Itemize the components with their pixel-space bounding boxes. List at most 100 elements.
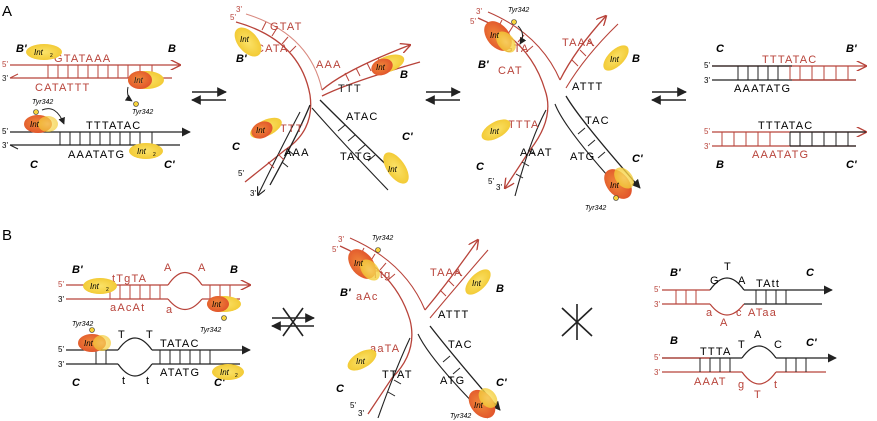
a3-int-top-label: Int (490, 31, 500, 40)
b1-site-bprime: B' (72, 264, 83, 276)
a2-int-b-label: Int (376, 63, 386, 72)
a4-product-b-cprime: 5' 3' TTTATAC AAATATG B C' (704, 120, 866, 171)
a3-c-three-prime: 3' (496, 183, 502, 192)
b2-three-prime: 3' (338, 235, 344, 244)
b1-c-t1: T (118, 329, 126, 341)
a-equilibrium-3 (651, 87, 687, 105)
b2-site-cprime: C' (496, 377, 507, 389)
b2-seq-tac: TAC (448, 339, 473, 351)
b3-bc-three-prime: 3' (654, 368, 660, 377)
a1-int2-bottom-sub: 2 (153, 152, 156, 158)
b3-site-c: C (806, 267, 815, 279)
a1-three-prime: 3' (2, 74, 8, 83)
a2-seq-tatg: TATG (340, 151, 373, 163)
a3-int-cprime: Int Tyr342 (585, 167, 634, 212)
a2-seq-ttt2: TTT (280, 123, 304, 135)
b3-r2-t2: T (754, 389, 762, 401)
b2-site-c: C (336, 383, 345, 395)
b1-c-low-t2: t (146, 375, 150, 387)
a3-five-prime: 5' (470, 17, 476, 26)
a3-int-b: Int (603, 45, 629, 71)
a4-bc-three-prime: 3' (704, 142, 710, 151)
a3-seq-taaa: TAAA (562, 37, 595, 49)
b1-int-c: Int Tyr342 (72, 321, 111, 352)
b1-c-seq-top: TATAC (160, 338, 200, 350)
a1-c-three-prime: 3' (2, 141, 8, 150)
b1-seq-top-a1: A (164, 262, 173, 274)
b2-int-cprime: Int Tyr342 (450, 388, 498, 420)
a1-c-seq-bottom: AAATATG (68, 149, 125, 161)
a2-three-prime: 3' (236, 5, 242, 14)
b1-bprime-b-duplex: 5' 3' tTgTA A A aAcAt a B' B (58, 262, 250, 316)
a4-cb-three-prime: 3' (704, 76, 710, 85)
a2-c-three-prime: 3' (250, 189, 256, 198)
a4-cb-five-prime: 5' (704, 61, 710, 70)
b1-int2-bottom: Int 2 (212, 364, 244, 380)
a1-tyr-label: Tyr342 (132, 109, 153, 116)
a1-site-bprime: B' (16, 43, 27, 55)
a1-seq-top: GTATAAA (54, 53, 111, 65)
b2-five-prime: 5' (332, 245, 338, 254)
a3-int-c-label: Int (490, 127, 500, 136)
a3-seq-cat: CAT (498, 65, 523, 77)
a2-seq-aaa2: AAA (284, 147, 310, 159)
b3-ca: A (720, 317, 729, 329)
a3-seq-aaat: AAAT (520, 147, 553, 159)
b3-r2-t3: t (774, 379, 778, 391)
a3-site-c: C (476, 161, 485, 173)
a2-int-b: Int (371, 54, 405, 76)
b1-site-c: C (72, 377, 81, 389)
a3-seq-tac: TAC (585, 115, 610, 127)
a3-int-c: Int (481, 119, 511, 141)
b1-int2-bottom-sub: 2 (235, 373, 238, 379)
a1-c-five-prime: 5' (2, 127, 8, 136)
a2-seq-aaa: AAA (316, 59, 342, 71)
a3-three-prime: 3' (476, 7, 482, 16)
a1-int-c-active: Int Tyr342 (24, 99, 65, 133)
a1-c-seq-top: TTTATAC (86, 120, 141, 132)
b3-r2-g: g (738, 379, 745, 391)
b2-seq-ttat: TTAT (382, 369, 413, 381)
b2-c-three-prime: 3' (358, 409, 364, 418)
a2-seq-atac: ATAC (346, 111, 379, 123)
b3-bc-five-prime: 5' (654, 353, 660, 362)
a1-seq-bottom: CATATTT (35, 82, 90, 94)
b3-three-prime: 3' (654, 300, 660, 309)
b3-five-prime: 5' (654, 285, 660, 294)
a4-cb-seq-bottom: AAATATG (734, 83, 791, 95)
b1-tyr-label: Tyr342 (200, 327, 221, 334)
a3-int-top: Int Tyr342 (484, 7, 529, 53)
b3-r2-c: C (774, 339, 783, 351)
a2-int-c-label: Int (256, 126, 266, 135)
a-equilibrium-2 (425, 87, 461, 105)
a2-seq-ttt: TTT (338, 83, 362, 95)
b1-seq-top-a2: A (198, 262, 207, 274)
a1-site-cprime: C' (164, 159, 175, 171)
a2-site-b: B (400, 69, 408, 81)
a3-int-cprime-tyr: Tyr342 (585, 205, 606, 212)
a1-int-label: Int (134, 76, 144, 85)
b2-seq-aata: aaTA (370, 343, 400, 355)
b2-c-five-prime: 5' (350, 401, 356, 410)
a2-site-c: C (232, 141, 241, 153)
a4-bc-seq-bottom: AAATATG (752, 149, 809, 161)
b1-seq-bottom-a: a (166, 304, 173, 316)
a3-c-five-prime: 5' (488, 177, 494, 186)
a3-site-cprime: C' (632, 153, 643, 165)
a1-int2-bottom-label: Int (137, 147, 147, 156)
a4-bc-five-prime: 5' (704, 127, 710, 136)
panel-b-label: B (2, 227, 12, 244)
a4-site-cprime: C' (846, 159, 857, 171)
b2-site-b: B (496, 283, 504, 295)
b1-int-label: Int (212, 300, 222, 309)
b3-tatt: TAtt (756, 278, 780, 290)
a3-site-b: B (632, 53, 640, 65)
b3-product-b-cprime: 5' 3' TTTA T A C AAAT g T t B C' (654, 329, 837, 401)
b2-seq-atg: ATG (440, 375, 465, 387)
b1-three-prime: 3' (58, 295, 64, 304)
a1-site-c: C (30, 159, 39, 171)
a2-int2-cprime: Int (383, 152, 409, 184)
a4-site-c: C (716, 43, 725, 55)
b3-t: T (724, 261, 732, 273)
